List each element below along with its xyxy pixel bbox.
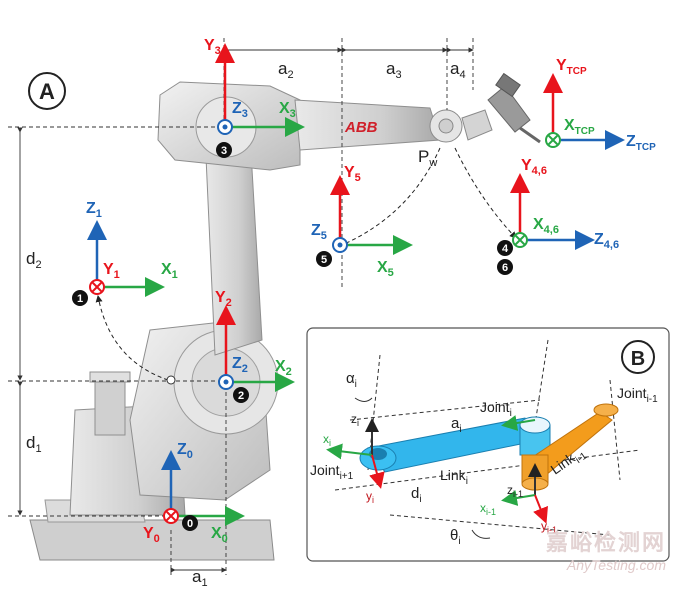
- y0-label: Y0: [143, 525, 160, 545]
- y2-label: Y2: [215, 289, 232, 309]
- dh-joint-i: Jointi: [480, 399, 512, 419]
- panel-b-badge: [621, 340, 655, 374]
- dh-a: ai: [451, 415, 462, 435]
- dh-joint-ip1: Jointi+1: [310, 462, 354, 482]
- dim-a4: a4: [450, 59, 466, 81]
- frame-4-6: Y4,6 X4,6 Z4,6 4 6: [497, 157, 619, 275]
- z1-label: Z1: [86, 200, 102, 220]
- frame-0: Z0 Y0 X0 0: [143, 441, 245, 545]
- y46-label: Y4,6: [521, 157, 547, 177]
- panel-a-badge: A: [28, 72, 66, 110]
- dim-d2: d2: [26, 249, 42, 271]
- badge-5: [316, 251, 332, 267]
- badge-3: [216, 142, 232, 158]
- watermark: 嘉峪检测网 AnyTesting.com: [545, 530, 666, 573]
- z46-label: Z4,6: [594, 231, 619, 251]
- dim-a3: a3: [386, 59, 402, 81]
- y3-label: Y3: [204, 37, 221, 57]
- z2-label: Z2: [232, 355, 248, 375]
- frame-2: Y2 Z2 X2 2: [215, 289, 295, 403]
- dh-xi: xi: [323, 432, 331, 448]
- x5-label: X5: [377, 259, 394, 279]
- z0-label: Z0: [177, 441, 193, 461]
- x1-label: X1: [161, 261, 178, 281]
- badge-1: [72, 290, 88, 306]
- ytcp-label: YTCP: [556, 57, 587, 77]
- svg-text:B: B: [631, 348, 645, 370]
- svg-text:3: 3: [221, 145, 227, 157]
- x0-label: X0: [211, 525, 228, 545]
- dh-d: di: [411, 485, 422, 505]
- svg-text:1: 1: [77, 293, 83, 305]
- dh-yi: yi: [366, 489, 374, 505]
- robot-illustration: ABB: [29, 72, 541, 561]
- badge-4: [497, 240, 513, 256]
- ztcp-label: ZTCP: [626, 133, 656, 153]
- svg-text:6: 6: [502, 262, 508, 274]
- svg-text:5: 5: [321, 254, 327, 266]
- dh-joint-im1: Jointi-1: [617, 385, 658, 405]
- dh-link-i: Linki: [440, 467, 468, 487]
- dimension-lines: [8, 38, 474, 575]
- svg-text:A: A: [39, 79, 55, 104]
- y1-label: Y1: [103, 261, 120, 281]
- dh-alpha: αi: [346, 370, 357, 390]
- panel-b: B αi ai di θi: [306, 327, 670, 562]
- dim-a2: a2: [278, 59, 294, 81]
- svg-text:4: 4: [502, 243, 509, 255]
- dim-d1: d1: [26, 433, 42, 455]
- badge-6: [497, 259, 513, 275]
- dim-a1: a1: [192, 567, 208, 589]
- svg-text:0: 0: [187, 518, 193, 530]
- y5-label: Y5: [344, 164, 361, 184]
- svg-text:2: 2: [238, 390, 244, 402]
- dh-zi: zi: [351, 412, 359, 428]
- dh-yim1: yi-1: [541, 519, 557, 535]
- dh-xim1: xi-1: [480, 501, 496, 517]
- abb-logo: ABB: [344, 119, 378, 136]
- pw-arrows: [95, 147, 517, 381]
- frame-1: Z1 Y1 X1 1: [72, 200, 178, 306]
- x46-label: X4,6: [533, 216, 559, 236]
- joint1-point: [166, 375, 176, 385]
- z3-label: Z3: [232, 100, 248, 120]
- frame-5: Y5 Z5 X5 5: [311, 164, 413, 279]
- frame-3: Y3 Z3 X3 3: [204, 37, 305, 158]
- dim-pw: Pw: [418, 147, 437, 169]
- z5-label: Z5: [311, 222, 327, 242]
- badge-2: [233, 387, 249, 403]
- dh-zim1: zi-1: [507, 483, 523, 499]
- frame-tcp: YTCP XTCP ZTCP: [543, 57, 656, 153]
- x2-label: X2: [275, 358, 292, 378]
- dh-theta: θi: [450, 527, 461, 547]
- badge-0: [182, 515, 198, 531]
- xtcp-label: XTCP: [564, 117, 595, 137]
- x3-label: X3: [279, 100, 296, 120]
